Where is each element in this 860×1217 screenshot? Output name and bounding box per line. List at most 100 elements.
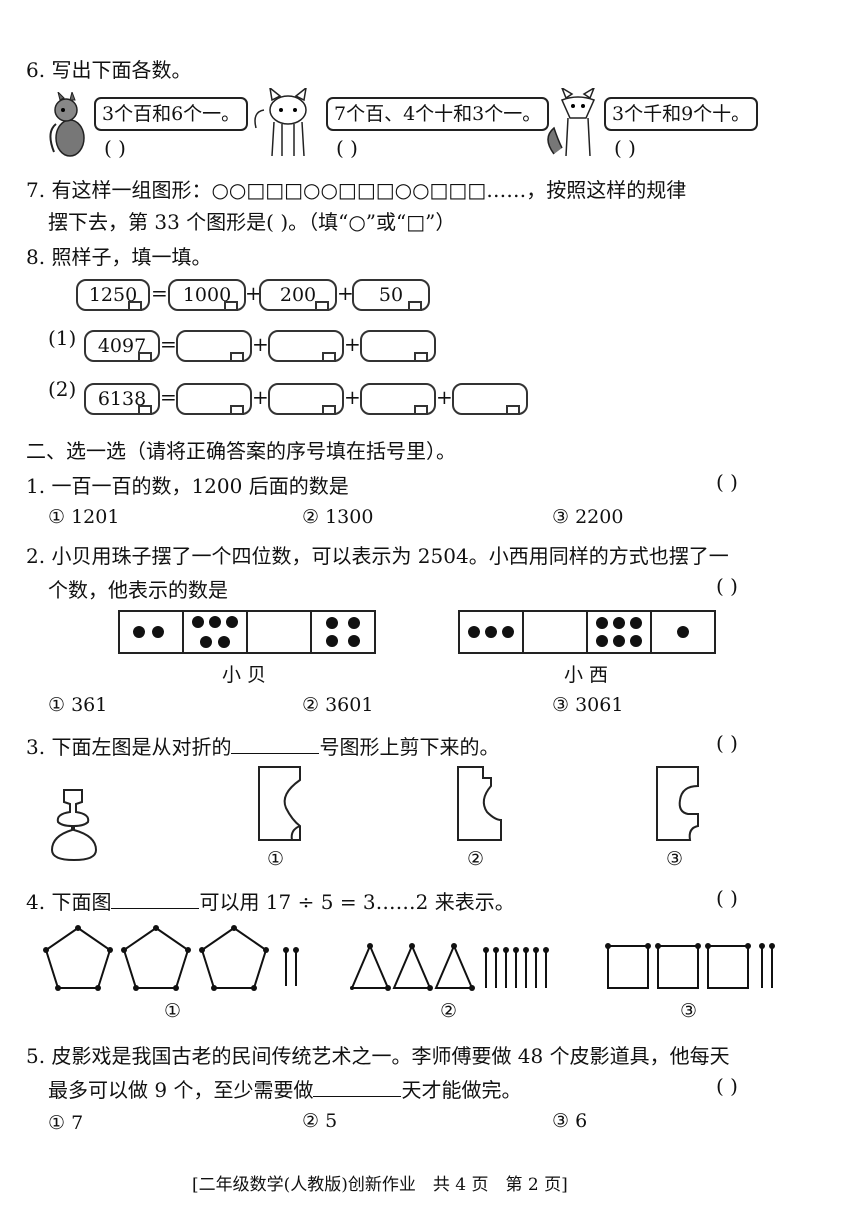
q8-row2-blank-3[interactable]: [360, 383, 436, 415]
equals-sign: =: [160, 332, 177, 356]
s2-option-1: ① 361: [48, 694, 108, 716]
s1-stem: 1. 一百一百的数，1200 后面的数是: [26, 474, 349, 498]
bead-dot: [502, 626, 515, 638]
q8-row1-blank-1[interactable]: [176, 330, 252, 362]
s4-stem-a: 4. 下面图: [26, 890, 112, 914]
stick-triangles-group: [350, 943, 549, 991]
bead-dot: [485, 626, 497, 638]
plus-sign: +: [344, 332, 361, 356]
s4-blank[interactable]: [111, 890, 200, 909]
bead-dot: [152, 626, 165, 638]
squirrel-illustration: [49, 92, 85, 157]
q8-title: 8. 照样子，填一填。: [26, 245, 212, 269]
s2-label-xiaoxi: 小 西: [564, 664, 609, 686]
s5-blank[interactable]: [313, 1078, 402, 1097]
bead-dot: [467, 626, 480, 638]
s5-option-3: ③ 6: [552, 1110, 588, 1132]
bead-dot: [209, 616, 221, 628]
bead-dot: [613, 617, 625, 630]
q8-row2-blank-4[interactable]: [452, 383, 528, 415]
q8-example-part-1: 1000: [168, 279, 246, 311]
plus-sign: +: [252, 385, 269, 409]
s2-line-1: 2. 小贝用珠子摆了一个四位数，可以表示为 2504。小西用同样的方式也摆了一: [26, 544, 729, 568]
plus-sign: +: [436, 385, 453, 409]
folded-shape-2: [457, 766, 502, 841]
bead-place-box: [246, 610, 312, 654]
q6-answer-3[interactable]: ( ): [614, 136, 636, 160]
bead-dot: [595, 634, 608, 647]
s2-answer-paren[interactable]: ( ): [716, 574, 738, 598]
bead-place-box: [458, 610, 524, 654]
q8-row1-total: 4097: [84, 330, 160, 362]
q8-row1-label: (1): [48, 326, 77, 350]
s5-option-1: ① 7: [48, 1112, 84, 1134]
s2-label-xiaobei: 小 贝: [222, 664, 267, 686]
s5-line-2b: 天才能做完。: [401, 1078, 522, 1102]
s3-answer-paren[interactable]: ( ): [716, 731, 738, 755]
bead-place-box: [586, 610, 652, 654]
s5-answer-paren[interactable]: ( ): [716, 1074, 738, 1098]
bead-place-box: [650, 610, 716, 654]
q8-example-part-2: 200: [259, 279, 337, 311]
cutout-vase-shape: [50, 789, 98, 862]
s1-option-2: ② 1300: [302, 506, 374, 528]
s5-line-2: 最多可以做 9 个，至少需要做 天才能做完。: [48, 1074, 521, 1103]
equals-sign: =: [160, 385, 177, 409]
folded-shape-3: [656, 766, 699, 841]
s5-line-1: 5. 皮影戏是我国古老的民间传统艺术之一。李师傅要做 48 个皮影道具，他每天: [26, 1044, 730, 1068]
q8-row2-blank-1[interactable]: [176, 383, 252, 415]
s1-option-3: ③ 2200: [552, 506, 624, 528]
equals-sign: =: [151, 281, 168, 305]
bead-dot: [595, 617, 608, 630]
stick-squares-group: [605, 943, 775, 989]
q8-row1-blank-2[interactable]: [268, 330, 344, 362]
bead-place-box: [182, 610, 248, 654]
plus-sign: +: [344, 385, 361, 409]
s5-option-2: ② 5: [302, 1110, 338, 1132]
bead-dot: [191, 616, 204, 628]
q8-row2-blank-2[interactable]: [268, 383, 344, 415]
q6-bubble-1: 3个百和6个一。: [94, 97, 249, 131]
bead-dot: [218, 636, 231, 648]
bead-dot: [613, 634, 625, 647]
cat-illustration: [254, 88, 307, 157]
q6-bubble-2: 7个百、4个十和3个一。: [326, 97, 550, 131]
folded-shape-1: [258, 766, 301, 841]
q6-answer-1[interactable]: ( ): [104, 136, 126, 160]
s3-stem-a: 3. 下面左图是从对折的: [26, 735, 232, 759]
s4-label-3: ③: [680, 1000, 698, 1022]
plus-sign: +: [337, 281, 354, 305]
bead-place-box: [118, 610, 184, 654]
s3-blank[interactable]: [231, 735, 320, 754]
plus-sign: +: [252, 332, 269, 356]
q6-answer-2[interactable]: ( ): [336, 136, 358, 160]
s1-answer-paren[interactable]: ( ): [716, 470, 738, 494]
bead-place-box: [522, 610, 588, 654]
q8-row2-total: 6138: [84, 383, 160, 415]
bead-dot: [325, 617, 338, 630]
bead-dot: [132, 626, 145, 638]
q7-line-1: 7. 有这样一组图形：○○□□□○○□□□○○□□□……，按照这样的规律: [26, 178, 687, 202]
s5-line-2a: 最多可以做 9 个，至少需要做: [48, 1078, 314, 1102]
bead-dot: [325, 634, 338, 647]
bead-dot: [348, 634, 361, 647]
s4-label-1: ①: [164, 1000, 182, 1022]
q8-row1-blank-3[interactable]: [360, 330, 436, 362]
q8-example-part-3: 50: [352, 279, 430, 311]
s2-option-3: ③ 3061: [552, 694, 624, 716]
q8-row2-label: (2): [48, 377, 77, 401]
s1-option-1: ① 1201: [48, 506, 120, 528]
bead-dot: [677, 626, 689, 638]
page-footer: [二年级数学(人教版)创新作业 共 4 页 第 2 页]: [192, 1175, 568, 1195]
q6-title: 6. 写出下面各数。: [26, 58, 192, 82]
s2-option-2: ② 3601: [302, 694, 374, 716]
s3-label-3: ③: [666, 848, 684, 870]
s4-answer-paren[interactable]: ( ): [716, 886, 738, 910]
bead-dot: [199, 636, 212, 648]
s4-stem: 4. 下面图可以用 17 ÷ 5 = 3……2 来表示。: [26, 886, 515, 915]
bead-place-box: [310, 610, 376, 654]
s3-stem-b: 号图形上剪下来的。: [319, 735, 500, 759]
bead-dot: [348, 617, 361, 630]
bead-dot: [630, 617, 643, 630]
s3-label-1: ①: [267, 848, 285, 870]
